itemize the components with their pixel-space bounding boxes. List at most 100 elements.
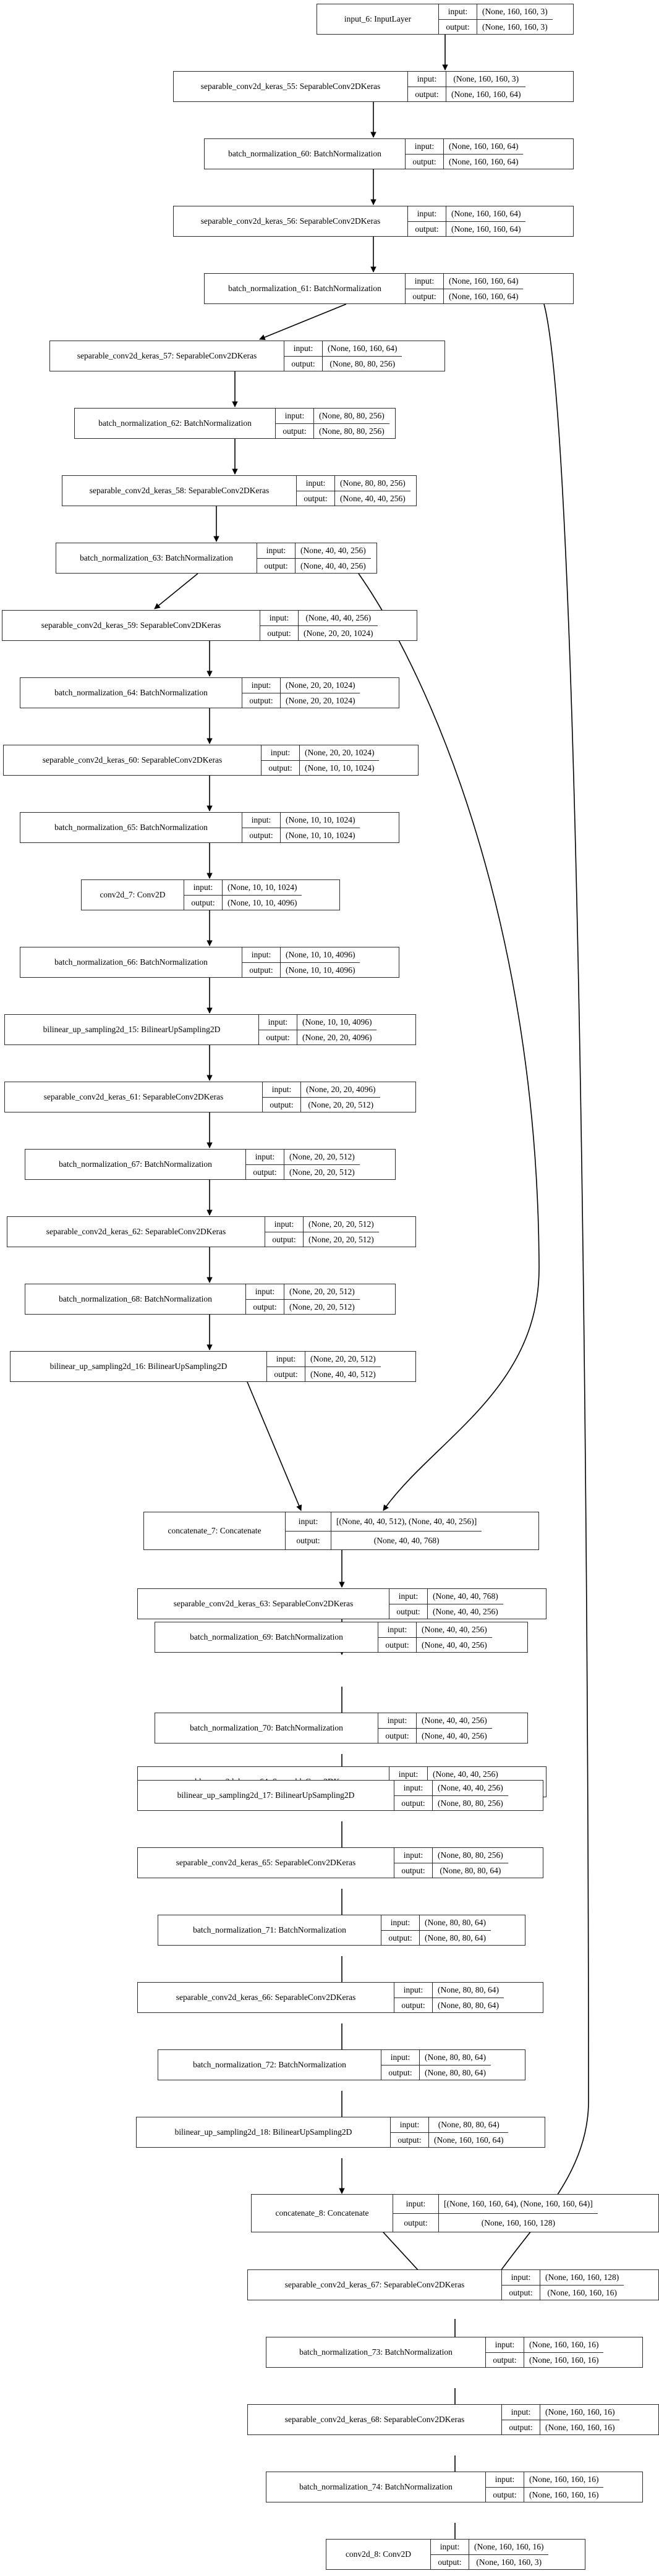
- node-io-table: input:(None, 20, 20, 512)output:(None, 4…: [266, 1352, 381, 1381]
- io-row-input: input:(None, 80, 80, 64): [394, 1983, 504, 1998]
- io-value-input: (None, 10, 10, 4096): [286, 950, 355, 959]
- io-row-input: input:(None, 10, 10, 4096): [259, 1015, 376, 1030]
- io-row-input: input:(None, 10, 10, 4096): [242, 947, 360, 962]
- node-label: separable_conv2d_keras_66: SeparableConv…: [176, 1992, 356, 2002]
- io-row-input: input:(None, 80, 80, 64): [381, 1915, 491, 1930]
- io-key-output: output:: [406, 289, 444, 303]
- io-key-input: input:: [284, 341, 323, 356]
- io-value-output: (None, 160, 160, 3): [476, 2557, 542, 2567]
- graph-node-bilinear_up_sampling2d_16[interactable]: bilinear_up_sampling2d_16: BilinearUpSam…: [10, 1351, 416, 1382]
- node-label: separable_conv2d_keras_57: SeparableConv…: [77, 350, 257, 360]
- io-key-output: output:: [406, 155, 444, 169]
- node-label: batch_normalization_67: BatchNormalizati…: [59, 1159, 212, 1169]
- io-row-output: output:(None, 40, 40, 256): [297, 491, 410, 506]
- graph-node-batch_normalization_63[interactable]: batch_normalization_63: BatchNormalizati…: [56, 543, 377, 574]
- node-label: separable_conv2d_keras_59: SeparableConv…: [41, 620, 221, 630]
- io-key-input: input:: [486, 2337, 524, 2352]
- node-label: batch_normalization_73: BatchNormalizati…: [299, 2347, 453, 2357]
- io-key-input: input:: [389, 1767, 428, 1782]
- graph-node-batch_normalization_71[interactable]: batch_normalization_71: BatchNormalizati…: [158, 1915, 525, 1946]
- io-row-output: output:(None, 80, 80, 64): [394, 1863, 508, 1878]
- graph-node-batch_normalization_66[interactable]: batch_normalization_66: BatchNormalizati…: [20, 947, 399, 978]
- io-key-input: input:: [431, 2540, 469, 2554]
- graph-node-batch_normalization_68[interactable]: batch_normalization_68: BatchNormalizati…: [25, 1284, 396, 1315]
- graph-node-batch_normalization_70[interactable]: batch_normalization_70: BatchNormalizati…: [155, 1713, 528, 1743]
- io-row-output: output:(None, 20, 20, 4096): [259, 1030, 377, 1044]
- graph-node-separable_conv2d_keras_60[interactable]: separable_conv2d_keras_60: SeparableConv…: [3, 745, 419, 776]
- io-value-output: (None, 160, 160, 64): [449, 291, 519, 301]
- node-io-table: input:(None, 80, 80, 64)output:(None, 80…: [394, 1983, 504, 2012]
- io-value-output: (None, 10, 10, 1024): [305, 763, 375, 773]
- graph-node-separable_conv2d_keras_67[interactable]: separable_conv2d_keras_67: SeparableConv…: [247, 2269, 659, 2300]
- graph-node-batch_normalization_73[interactable]: batch_normalization_73: BatchNormalizati…: [266, 2337, 643, 2368]
- graph-node-separable_conv2d_keras_65[interactable]: separable_conv2d_keras_65: SeparableConv…: [137, 1847, 543, 1878]
- io-key-output: output:: [286, 1532, 331, 1549]
- graph-node-separable_conv2d_keras_59[interactable]: separable_conv2d_keras_59: SeparableConv…: [2, 610, 417, 641]
- graph-node-bilinear_up_sampling2d_18[interactable]: bilinear_up_sampling2d_18: BilinearUpSam…: [136, 2117, 545, 2148]
- io-value-output: (None, 10, 10, 4096): [227, 897, 297, 907]
- graph-node-separable_conv2d_keras_63[interactable]: separable_conv2d_keras_63: SeparableConv…: [137, 1588, 546, 1619]
- graph-node-separable_conv2d_keras_66[interactable]: separable_conv2d_keras_66: SeparableConv…: [137, 1982, 543, 2013]
- io-row-output: output:(None, 10, 10, 1024): [261, 760, 380, 775]
- io-value-input: [(None, 40, 40, 512), (None, 40, 40, 256…: [336, 1517, 477, 1526]
- node-io-table: input:(None, 40, 40, 256)output:(None, 2…: [260, 611, 378, 640]
- io-row-input: input:(None, 20, 20, 1024): [261, 745, 379, 760]
- io-key-input: input:: [393, 2195, 439, 2213]
- graph-node-batch_normalization_62[interactable]: batch_normalization_62: BatchNormalizati…: [74, 408, 396, 439]
- graph-node-batch_normalization_65[interactable]: batch_normalization_65: BatchNormalizati…: [20, 812, 399, 843]
- graph-node-batch_normalization_61[interactable]: batch_normalization_61: BatchNormalizati…: [204, 273, 574, 304]
- graph-node-bilinear_up_sampling2d_17[interactable]: bilinear_up_sampling2d_17: BilinearUpSam…: [137, 1780, 543, 1811]
- io-row-output: output:(None, 20, 20, 512): [246, 1164, 360, 1179]
- io-row-input: input:[(None, 160, 160, 64), (None, 160,…: [393, 2195, 598, 2213]
- io-key-output: output:: [486, 2353, 524, 2367]
- graph-node-batch_normalization_72[interactable]: batch_normalization_72: BatchNormalizati…: [158, 2049, 525, 2080]
- io-key-input: input:: [378, 1622, 417, 1637]
- graph-node-batch_normalization_67[interactable]: batch_normalization_67: BatchNormalizati…: [25, 1149, 396, 1180]
- io-key-output: output:: [242, 828, 281, 842]
- io-row-input: input:(None, 40, 40, 256): [378, 1713, 492, 1728]
- io-value-output: (None, 10, 10, 1024): [286, 830, 355, 840]
- io-value-input: (None, 80, 80, 64): [438, 2120, 500, 2129]
- io-row-output: output: (None, 160, 160, 64): [406, 289, 524, 303]
- io-row-input: input:(None, 20, 20, 4096): [263, 1082, 380, 1097]
- io-row-output: output:(None, 10, 10, 4096): [184, 895, 302, 910]
- node-label: batch_normalization_70: BatchNormalizati…: [190, 1722, 343, 1732]
- node-label: batch_normalization_64: BatchNormalizati…: [54, 687, 208, 697]
- graph-node-separable_conv2d_keras_61[interactable]: separable_conv2d_keras_61: SeparableConv…: [4, 1082, 416, 1112]
- io-key-output: output:: [259, 1030, 297, 1044]
- io-key-output: output:: [265, 1232, 304, 1247]
- io-key-input: input:: [246, 1284, 284, 1299]
- node-io-table: input:(None, 160, 160, 16)output:(None, …: [485, 2337, 604, 2367]
- io-row-output: output:(None, 160, 160, 3): [439, 19, 553, 34]
- node-io-table: input:(None, 160, 160, 128)output:(None,…: [501, 2270, 624, 2300]
- graph-node-separable_conv2d_keras_68[interactable]: separable_conv2d_keras_68: SeparableConv…: [247, 2404, 659, 2435]
- graph-node-separable_conv2d_keras_58[interactable]: separable_conv2d_keras_58: SeparableConv…: [62, 475, 417, 506]
- io-value-input: (None, 20, 20, 1024): [286, 680, 355, 690]
- io-key-output: output:: [260, 626, 299, 640]
- io-value-input: (None, 80, 80, 64): [425, 1918, 486, 1927]
- graph-node-bilinear_up_sampling2d_15[interactable]: bilinear_up_sampling2d_15: BilinearUpSam…: [4, 1014, 416, 1045]
- io-key-output: output:: [257, 559, 295, 573]
- graph-node-batch_normalization_60[interactable]: batch_normalization_60: BatchNormalizati…: [204, 138, 574, 169]
- io-key-input: input:: [394, 1983, 433, 1998]
- io-row-input: input:(None, 40, 40, 256): [257, 543, 371, 558]
- io-value-output: (None, 80, 80, 64): [425, 1933, 486, 1943]
- io-row-output: output:(None, 40, 40, 256): [378, 1728, 492, 1743]
- graph-node-separable_conv2d_keras_57[interactable]: separable_conv2d_keras_57: SeparableConv…: [49, 341, 445, 371]
- graph-node-batch_normalization_74[interactable]: batch_normalization_74: BatchNormalizati…: [266, 2472, 643, 2502]
- graph-node-separable_conv2d_keras_62[interactable]: separable_conv2d_keras_62: SeparableConv…: [7, 1216, 416, 1247]
- graph-node-separable_conv2d_keras_55[interactable]: separable_conv2d_keras_55: SeparableConv…: [173, 71, 574, 102]
- io-key-input: input:: [389, 1589, 428, 1604]
- node-label: batch_normalization_71: BatchNormalizati…: [193, 1925, 346, 1934]
- graph-node-batch_normalization_69[interactable]: batch_normalization_69: BatchNormalizati…: [155, 1622, 528, 1653]
- io-key-input: input:: [259, 1015, 297, 1030]
- graph-node-separable_conv2d_keras_56[interactable]: separable_conv2d_keras_56: SeparableConv…: [173, 206, 574, 237]
- graph-node-batch_normalization_64[interactable]: batch_normalization_64: BatchNormalizati…: [20, 677, 399, 708]
- node-io-table: input:(None, 40, 40, 256)output:(None, 8…: [394, 1781, 508, 1810]
- io-key-output: output:: [389, 1604, 428, 1619]
